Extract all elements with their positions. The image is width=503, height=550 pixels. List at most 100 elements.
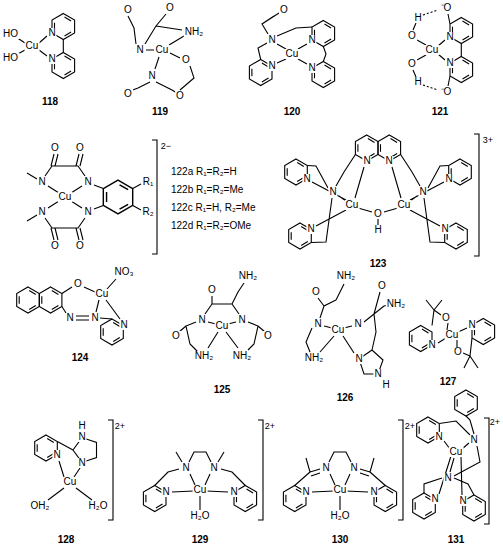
atom-label: N xyxy=(418,187,427,197)
atom-label: O xyxy=(311,287,321,297)
atom-label: Cu xyxy=(345,200,360,210)
atom-label: NH₂ xyxy=(304,353,324,363)
atom-label: NO₃ xyxy=(113,267,134,277)
atom-label: O xyxy=(73,279,83,289)
atom-label: Cu xyxy=(95,289,110,299)
compound-number: 120 xyxy=(283,107,302,117)
structure-group xyxy=(413,390,489,524)
structure-group xyxy=(409,300,494,368)
aromatic-ring xyxy=(455,390,478,416)
atom-label: OH₂ xyxy=(30,501,51,511)
structure-group xyxy=(249,13,334,88)
compound-number: 131 xyxy=(447,535,466,545)
compound-number: 125 xyxy=(213,385,232,395)
atom-label: O xyxy=(207,285,217,295)
compound-number: 124 xyxy=(71,353,90,363)
atom-label: H xyxy=(373,225,382,235)
atom-label: Cu xyxy=(425,45,440,55)
atom-label: Cu xyxy=(193,485,208,495)
atom-label: N xyxy=(445,32,454,42)
atom-label: Cu xyxy=(215,321,230,331)
atom-label: Cu xyxy=(25,41,40,51)
atom-label: N xyxy=(147,71,156,81)
atom-label: N xyxy=(349,463,358,473)
atom-label: N xyxy=(209,463,218,473)
structure-group xyxy=(128,14,194,93)
atom-label: O xyxy=(181,55,191,65)
bond-lines xyxy=(128,14,194,93)
atom-label: N xyxy=(306,224,315,234)
atom-label: N xyxy=(135,45,144,55)
atom-label: N xyxy=(52,450,61,460)
atom-label: N xyxy=(427,340,436,350)
bond-lines xyxy=(295,420,403,520)
bond-lines xyxy=(155,420,263,520)
atom-label: H xyxy=(77,421,86,431)
bond-lines xyxy=(27,140,157,254)
atom-label: NH₂ xyxy=(336,271,356,281)
atom-label: N xyxy=(384,156,393,166)
bond-lines xyxy=(48,420,113,520)
compound-number: 128 xyxy=(57,535,76,545)
atom-label: O xyxy=(453,347,463,357)
atom-label: N xyxy=(119,320,128,330)
atom-label: Cu xyxy=(397,200,412,210)
compound-number: 118 xyxy=(41,97,59,107)
atom-label: O xyxy=(75,143,85,153)
atom-label: N xyxy=(90,313,99,323)
atom-label: R₂ xyxy=(141,207,154,217)
compound-number: 126 xyxy=(336,393,355,403)
atom-label: ⁻O xyxy=(440,87,453,97)
atom-label: O xyxy=(171,331,181,341)
atom-label: N xyxy=(47,54,56,64)
structure-group xyxy=(285,134,479,256)
structure-group xyxy=(143,420,263,520)
atom-label: N xyxy=(434,432,443,442)
atom-label: N xyxy=(302,174,311,184)
bond-lines xyxy=(413,14,461,86)
atom-label: ⁻O xyxy=(440,3,453,13)
atom-label: N xyxy=(237,315,246,325)
atom-label: H xyxy=(381,380,390,390)
atom-label: Cu xyxy=(331,325,346,335)
atom-label: N xyxy=(362,156,371,166)
structure-group xyxy=(16,14,75,79)
atom-label: N xyxy=(369,487,378,497)
atom-label: O xyxy=(123,89,133,99)
atom-label: N xyxy=(321,463,330,473)
atom-label: Cu xyxy=(449,447,464,457)
substituent-note: 122d R₁=R₂=OMe xyxy=(170,221,252,231)
atom-label: O xyxy=(75,241,85,251)
compound-number: 123 xyxy=(369,259,388,269)
bond-lines xyxy=(179,283,265,352)
atom-label: H xyxy=(413,13,422,23)
structure-group xyxy=(17,279,124,345)
atom-label: Cu xyxy=(285,49,300,59)
atom-label: N xyxy=(197,315,206,325)
atom-label: N xyxy=(467,320,476,330)
atom-label: N xyxy=(458,496,467,506)
atom-label: N xyxy=(47,28,56,38)
atom-label: O xyxy=(175,91,185,101)
atom-label: N xyxy=(443,473,452,483)
atom-label: N xyxy=(37,207,46,217)
atom-label: Cu xyxy=(58,192,73,202)
atom-label: H₂O xyxy=(190,511,211,521)
compound-number: 129 xyxy=(191,535,210,545)
atom-label: N xyxy=(307,63,316,73)
atom-label: N xyxy=(354,354,363,364)
atom-label: NH₂ xyxy=(194,351,214,361)
atom-label: N xyxy=(37,177,46,187)
structure-group xyxy=(179,283,265,352)
atom-label: O xyxy=(50,241,60,251)
charge-label: 2+ xyxy=(264,422,276,431)
atom-label: O xyxy=(279,5,289,15)
atom-label: NH₂ xyxy=(232,351,252,361)
compound-number: 130 xyxy=(331,535,350,545)
atom-label: N xyxy=(267,35,276,45)
atom-label: N xyxy=(430,494,439,504)
atom-label: N xyxy=(353,319,362,329)
atom-label: O xyxy=(373,209,383,219)
structure-group xyxy=(27,140,157,254)
atom-label: N xyxy=(307,35,316,45)
